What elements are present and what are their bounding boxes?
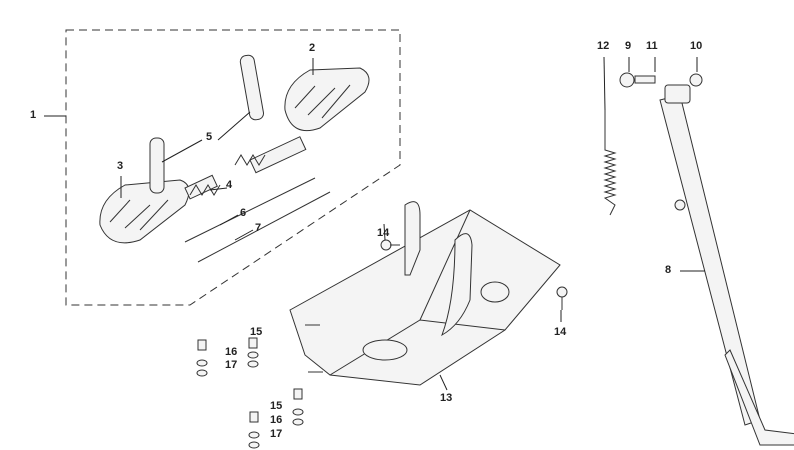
bolt	[380, 239, 400, 251]
footpeg-kit-outline	[65, 29, 401, 306]
pin	[149, 137, 165, 194]
callout-1: 1	[30, 109, 37, 121]
skid-plate	[289, 201, 561, 386]
callout-16: 16	[225, 346, 238, 358]
callout-17: 17	[270, 428, 283, 440]
callout-13: 13	[440, 392, 453, 404]
callout-12: 12	[597, 40, 610, 52]
callout-2: 2	[309, 42, 316, 54]
callout-15: 15	[270, 400, 283, 412]
spring	[189, 184, 221, 196]
callout-6: 6	[240, 207, 247, 219]
callout-5: 5	[206, 131, 213, 143]
leader-lines	[44, 56, 705, 391]
callout-14: 14	[554, 326, 567, 338]
bolt-set	[196, 337, 304, 449]
callout-9: 9	[625, 40, 632, 52]
pin	[239, 54, 264, 121]
callout-14: 14	[377, 227, 390, 239]
bolt	[556, 286, 568, 310]
callout-10: 10	[690, 40, 703, 52]
bolt	[634, 75, 656, 84]
nut	[689, 73, 703, 87]
footpeg-left	[99, 174, 218, 244]
callout-16: 16	[270, 414, 283, 426]
clevis-pin	[197, 191, 331, 263]
spring	[234, 154, 266, 166]
kickstand	[659, 84, 794, 446]
callout-11: 11	[646, 40, 658, 52]
cotter-pin	[184, 177, 316, 243]
callout-3: 3	[117, 160, 124, 172]
callout-4: 4	[226, 179, 233, 191]
callout-7: 7	[255, 222, 262, 234]
kickstand-spring	[603, 110, 617, 216]
washer	[619, 72, 635, 88]
footpeg-right	[249, 67, 370, 174]
callout-15: 15	[250, 326, 263, 338]
callout-17: 17	[225, 359, 238, 371]
callout-8: 8	[665, 264, 672, 276]
